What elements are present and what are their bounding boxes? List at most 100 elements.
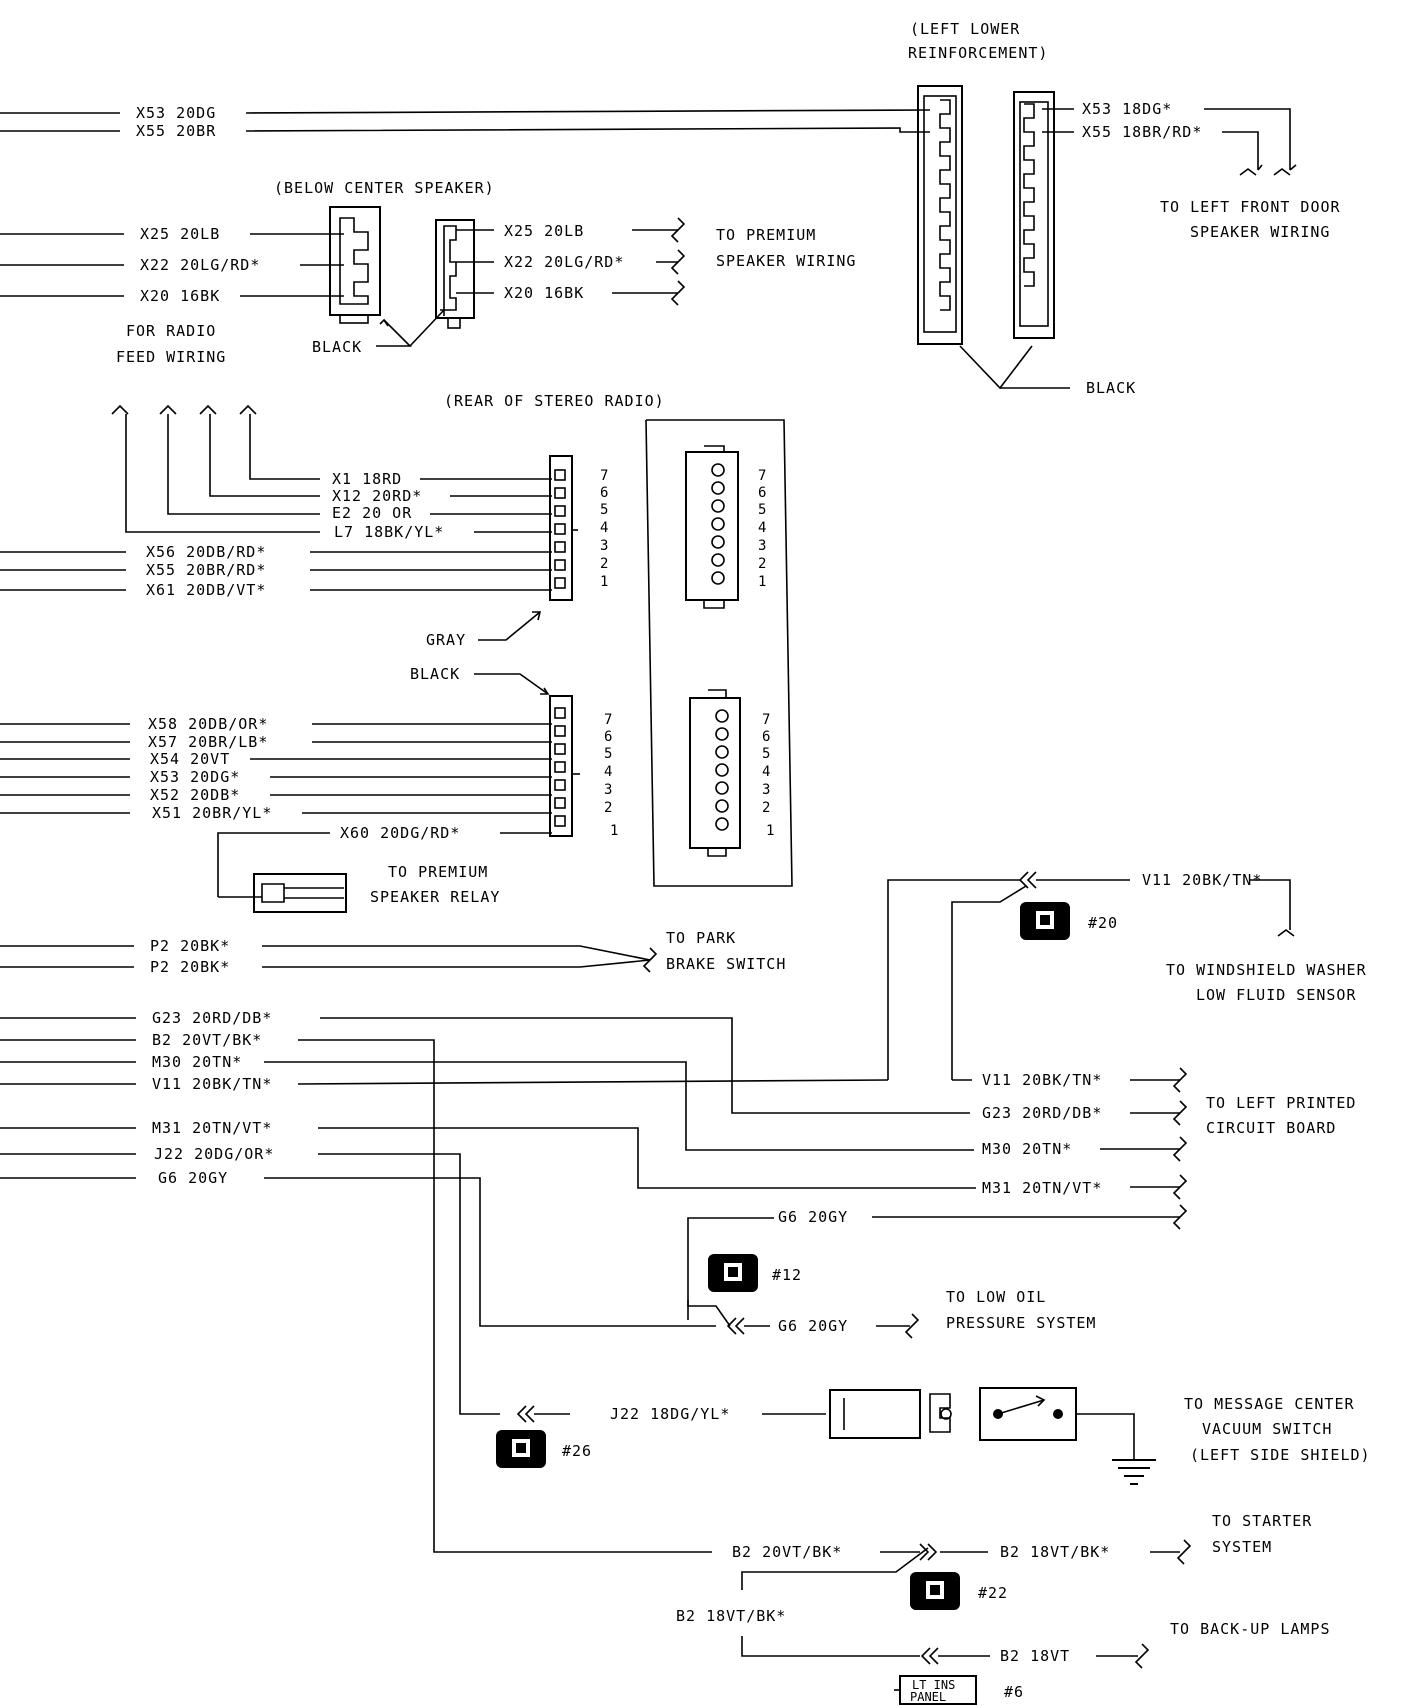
dest-oil-2: PRESSURE SYSTEM [946,1314,1096,1332]
dest-washer-1: TO WINDSHIELD WASHER [1166,961,1367,979]
svg-text:7: 7 [758,468,766,484]
wire-g6-right: G6 20GY [778,1208,848,1226]
lt-ins-panel-connector: LT INS PANEL [894,1675,977,1705]
wire-x20-left: X20 16BK [140,287,220,305]
lt-ins-panel-line2: PANEL [910,1690,946,1704]
radio-rear-view-box [645,419,793,887]
wire-g6-left: G6 20GY [158,1169,228,1187]
wire-x1: X1 18RD [332,470,402,488]
dest-msg-center-3: (LEFT SIDE SHIELD) [1190,1446,1371,1464]
wire-x52: X52 20DB* [150,786,240,804]
wire-x60: X60 20DG/RD* [340,824,460,842]
premium-relay-connector [253,873,347,913]
wire-b2-18vt: B2 18VT [1000,1647,1070,1665]
gray-label: GRAY [426,631,466,649]
svg-text:1: 1 [766,823,774,839]
dest-radio-feed-2: FEED WIRING [116,348,226,366]
svg-text:3: 3 [604,782,612,798]
svg-text:4: 4 [604,764,612,780]
svg-text:6: 6 [604,729,612,745]
svg-text:4: 4 [600,520,608,536]
wire-x12: X12 20RD* [332,487,422,505]
dest-front-door-1: TO LEFT FRONT DOOR [1160,198,1341,216]
dest-washer-2: LOW FLUID SENSOR [1196,986,1357,1004]
connector-label-22: #22 [978,1584,1008,1602]
wire-g23-left: G23 20RD/DB* [152,1009,272,1027]
location-rear-stereo-radio: (REAR OF STEREO RADIO) [444,392,665,410]
dest-msg-center-2: VACUUM SWITCH [1202,1420,1332,1438]
lt-ins-panel-line1: LT INS [912,1678,955,1692]
connector-label-26: #26 [562,1442,592,1460]
svg-text:1: 1 [610,823,618,839]
wire-x53-18dg: X53 18DG* [1082,100,1172,118]
black-label-speaker: BLACK [312,338,362,356]
svg-text:5: 5 [604,746,612,762]
location-reinforcement-label: REINFORCEMENT) [908,44,1048,62]
dest-starter-2: SYSTEM [1212,1538,1272,1556]
wire-p2-a: P2 20BK* [150,937,230,955]
wire-m31-right: M31 20TN/VT* [982,1179,1102,1197]
svg-text:7: 7 [762,712,770,728]
radio-rear-pins-upper: 7 6 5 4 3 2 1 [758,468,766,590]
dest-backup-lamps: TO BACK-UP LAMPS [1170,1620,1331,1638]
svg-text:3: 3 [758,538,766,554]
wire-x22-left: X22 20LG/RD* [140,256,260,274]
center-speaker-connector-male [435,219,475,329]
left-lower-connector-male [1013,91,1055,339]
wire-e2: E2 20 OR [332,504,412,522]
dest-oil-1: TO LOW OIL [946,1288,1046,1306]
black-label-reinforcement: BLACK [1086,379,1136,397]
dest-premium-speaker-2: SPEAKER WIRING [716,252,856,270]
svg-text:4: 4 [762,764,770,780]
svg-text:5: 5 [762,746,770,762]
connector-label-12: #12 [772,1266,802,1284]
radio-connector-gray [549,455,578,601]
connector-badge-12 [708,1254,758,1292]
wire-p2-b: P2 20BK* [150,958,230,976]
wire-m31-left: M31 20TN/VT* [152,1119,272,1137]
wire-x20-right: X20 16BK [504,284,584,302]
svg-text:5: 5 [758,502,766,518]
svg-text:5: 5 [600,502,608,518]
dest-pcb-2: CIRCUIT BOARD [1206,1119,1336,1137]
svg-text:2: 2 [604,800,612,816]
left-lower-connector-female [917,85,963,345]
wire-j22-right: J22 18DG/YL* [610,1405,730,1423]
location-left-lower-label: (LEFT LOWER [910,20,1020,38]
wire-m30-left: M30 20TN* [152,1053,242,1071]
svg-text:2: 2 [762,800,770,816]
wire-x54: X54 20VT [150,750,230,768]
wire-g6-low: G6 20GY [778,1317,848,1335]
wire-x25-right: X25 20LB [504,222,584,240]
wire-b2-18-left: B2 18VT/BK* [676,1607,786,1625]
vacuum-switch [979,1387,1077,1441]
wire-x53-radio: X53 20DG* [150,768,240,786]
connector-label-20: #20 [1088,914,1118,932]
svg-text:7: 7 [600,468,608,484]
wire-b2-left: B2 20VT/BK* [152,1031,262,1049]
dest-premium-relay-2: SPEAKER RELAY [370,888,500,906]
center-speaker-connector-female [329,206,381,324]
radio-pins-gray: 7 6 5 4 3 2 1 [600,468,608,590]
location-below-center-speaker: (BELOW CENTER SPEAKER) [274,179,495,197]
wire-b2-18-right: B2 18VT/BK* [1000,1543,1110,1561]
wire-v11-top: V11 20BK/TN* [1142,871,1262,889]
connector-badge-26 [496,1430,546,1468]
dest-park-brake-2: BRAKE SWITCH [666,955,786,973]
svg-text:2: 2 [600,556,608,572]
svg-text:1: 1 [600,574,608,590]
dest-pcb-1: TO LEFT PRINTED [1206,1094,1356,1112]
dest-front-door-2: SPEAKER WIRING [1190,223,1330,241]
wire-b2-bottom: B2 20VT/BK* [732,1543,842,1561]
radio-rear-pins-lower: 7 6 5 4 3 2 1 [762,712,774,839]
wire-x53-20dg: X53 20DG [136,104,216,122]
wire-x57: X57 20BR/LB* [148,733,268,751]
wire-x55-20br: X55 20BR [136,122,216,140]
wire-v11-right: V11 20BK/TN* [982,1071,1102,1089]
svg-text:2: 2 [758,556,766,572]
wire-x58: X58 20DB/OR* [148,715,268,733]
wire-m30-right: M30 20TN* [982,1140,1072,1158]
wire-x22-right: X22 20LG/RD* [504,253,624,271]
wire-g23-right: G23 20RD/DB* [982,1104,1102,1122]
